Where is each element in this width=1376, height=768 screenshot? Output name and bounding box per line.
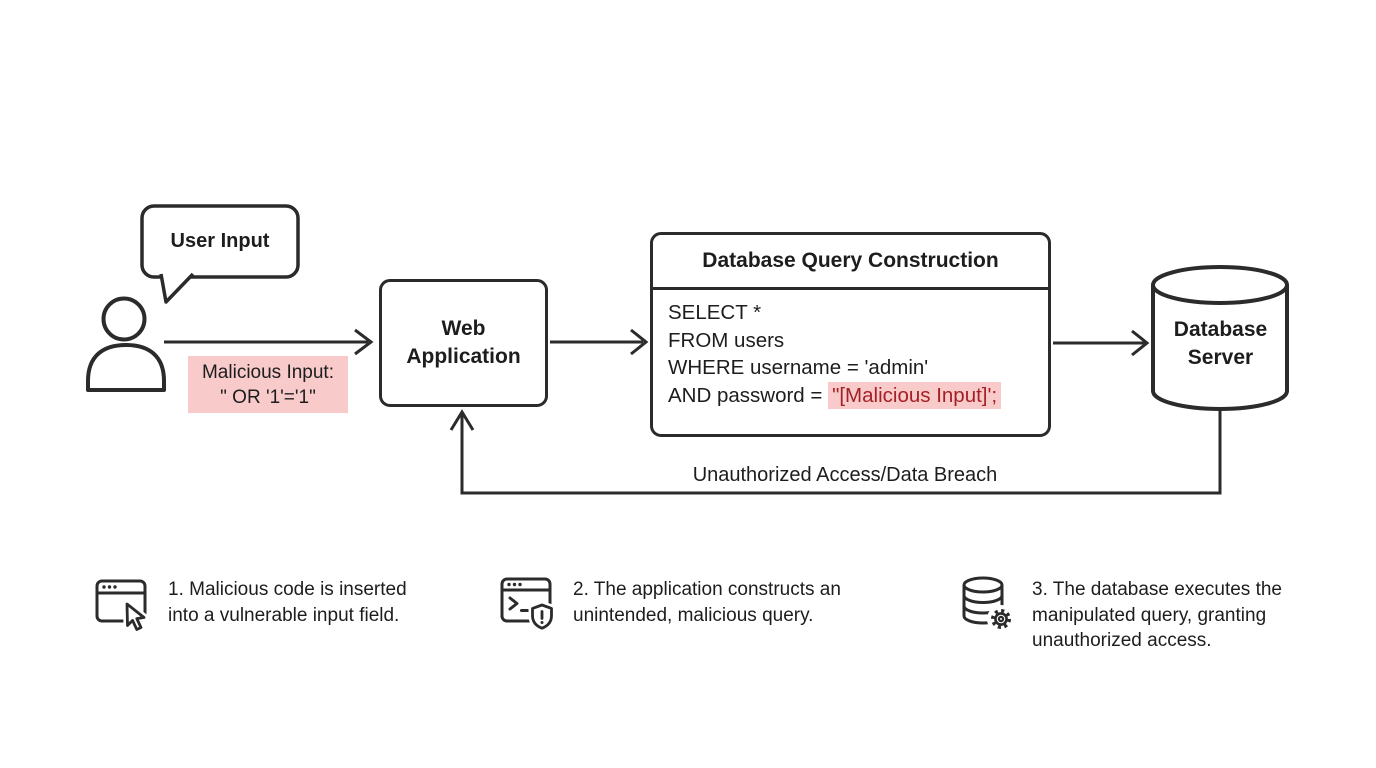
malicious-input-label: Malicious Input: " OR '1'='1" <box>188 356 348 413</box>
legend-item-3: 3. The database executes the manipulated… <box>956 572 1307 654</box>
sql-line-1: SELECT * <box>668 301 762 324</box>
legend-text-1: 1. Malicious code is inserted into a vul… <box>168 579 407 626</box>
web-application-label-line1: Web <box>441 317 486 340</box>
malicious-input-line2: " OR '1'='1" <box>220 386 316 408</box>
sql-malicious-input-highlight: "[Malicious Input]'; <box>828 381 1002 409</box>
browser-cursor-icon <box>95 579 148 634</box>
arrow-query-to-db <box>1053 329 1150 357</box>
database-server-label-line1: Database <box>1173 318 1268 341</box>
database-gear-icon <box>962 576 1015 633</box>
database-server-label-line2: Server <box>1187 346 1254 369</box>
arrow-user-to-webapp <box>164 328 374 356</box>
database-server-label: Database Server <box>1153 316 1288 372</box>
sql-line-4: AND password = "[Malicious Input]'; <box>668 381 1048 410</box>
query-construction-node: Database Query Construction SELECT * FRO… <box>650 232 1051 437</box>
unauthorized-access-label: Unauthorized Access/Data Breach <box>692 464 998 486</box>
web-application-node: Web Application <box>379 279 548 407</box>
sql-line-2: FROM users <box>668 328 785 352</box>
malicious-input-line1: Malicious Input: <box>201 361 334 383</box>
legend-text-3: 3. The database executes the manipulated… <box>1032 579 1282 651</box>
sql-query-text: SELECT * FROM users WHERE username = 'ad… <box>653 290 1048 409</box>
legend-item-1: 1. Malicious code is inserted into a vul… <box>92 572 440 634</box>
query-construction-title: Database Query Construction <box>653 235 1048 290</box>
browser-terminal-shield-icon <box>500 577 556 633</box>
legend-text-2: 2. The application constructs an uninten… <box>573 579 841 626</box>
sql-line-3: WHERE username = 'admin' <box>668 356 929 379</box>
sql-line-4-prefix: AND password = <box>668 383 829 407</box>
user-input-bubble-label: User Input <box>170 230 270 252</box>
web-application-label-line2: Application <box>406 345 521 368</box>
arrow-webapp-to-query <box>550 328 649 356</box>
user-person-icon <box>86 296 166 392</box>
legend-item-2: 2. The application constructs an uninten… <box>497 572 878 634</box>
